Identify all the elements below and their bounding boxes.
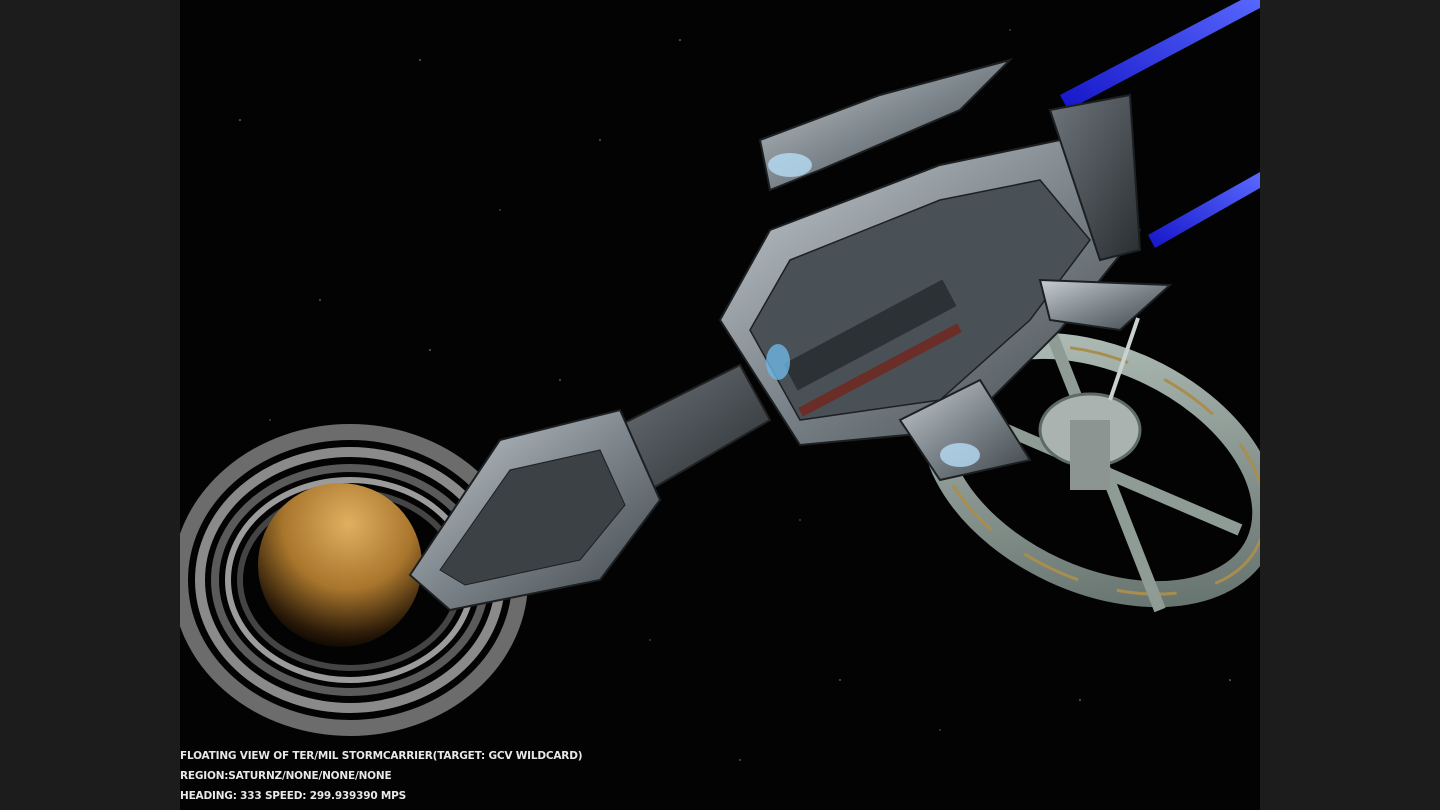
region-label: REGION:SATURNZ/NONE/NONE/NONE	[180, 770, 392, 782]
stormcarrier-ship	[408, 58, 1173, 612]
space-scene	[180, 0, 1260, 761]
engine-beams	[1060, 0, 1260, 248]
heading-speed-label: HEADING: 333 SPEED: 299.939390 MPS	[180, 790, 407, 802]
view-target-label: FLOATING VIEW OF TER/MIL STORMCARRIER(TA…	[180, 750, 583, 762]
space-viewport[interactable]: FLOATING VIEW OF TER/MIL STORMCARRIER(TA…	[180, 0, 1260, 810]
hud-readout: FLOATING VIEW OF TER/MIL STORMCARRIER(TA…	[180, 746, 880, 806]
